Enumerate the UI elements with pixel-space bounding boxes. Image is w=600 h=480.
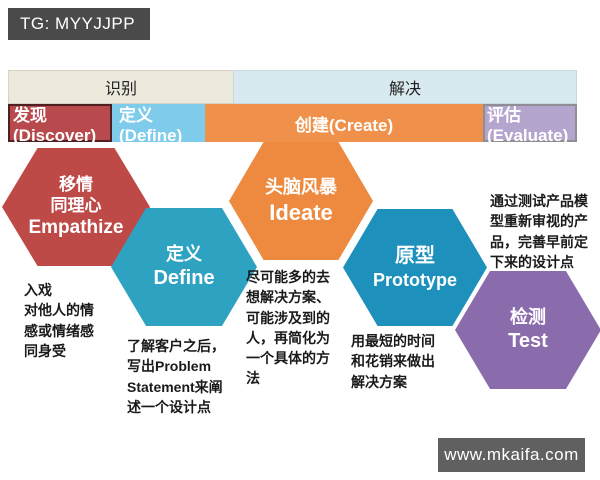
phase-top-row: 识别 解决 <box>8 70 577 104</box>
subphase-define-label: 定义(Define) <box>119 105 183 145</box>
site-watermark-label: www.mkaifa.com <box>444 445 579 464</box>
tg-watermark-label: TG: MYYJJPP <box>20 14 136 33</box>
stage-hexagon-ideate: 头脑风暴 Ideate <box>229 142 373 260</box>
stage-empathize-en-label: Empathize <box>28 217 124 239</box>
phase-solve: 解决 <box>233 70 577 104</box>
stage-test-en-label: Test <box>508 329 548 352</box>
subphase-evaluate: 评估(Evaluate) <box>483 104 577 145</box>
phase-sub-row: 发现(Discover) 定义(Define) 创建(Create) 评估(Ev… <box>8 104 577 145</box>
phase-identify-label: 识别 <box>104 81 137 98</box>
stage-define-zh-label: 定义 <box>166 244 202 265</box>
stage-note-ideate: 尽可能多的去 想解决方案、 可能涉及到的 人，再简化为 一个具体的方 法 <box>246 269 330 387</box>
stage-prototype-zh-label: 原型 <box>395 244 435 267</box>
stage-test-zh-label: 检测 <box>510 307 546 328</box>
phase-solve-label: 解决 <box>388 81 421 98</box>
subphase-define: 定义(Define) <box>112 104 205 145</box>
stage-ideate-zh-label: 头脑风暴 <box>265 177 337 197</box>
stage-hexagon-test: 检测 Test <box>455 271 600 389</box>
subphase-discover: 发现(Discover) <box>8 104 112 145</box>
stage-define-en-label: Define <box>153 266 215 289</box>
stage-note-test: 通过测试产品模 型重新审视的产 品，完善早前定 下来的设计点 <box>490 193 588 270</box>
site-watermark: www.mkaifa.com <box>438 438 585 472</box>
stage-empathize-zh-label: 移情 同理心 <box>50 174 102 216</box>
phase-identify: 识别 <box>8 70 233 104</box>
stage-note-define: 了解客户之后， 写出Problem Statement来阐 述一个设计点 <box>127 338 225 415</box>
tg-watermark: TG: MYYJJPP <box>8 8 150 40</box>
stage-hexagon-empathize: 移情 同理心 Empathize <box>2 148 150 266</box>
stage-hexagon-prototype: 原型 Prototype <box>343 209 487 326</box>
stage-note-prototype: 用最短的时间 和花销来做出 解决方案 <box>351 333 435 390</box>
subphase-evaluate-label: 评估(Evaluate) <box>487 105 569 145</box>
stage-ideate-en-label: Ideate <box>269 199 333 225</box>
stage-prototype-en-label: Prototype <box>372 269 457 290</box>
stage-note-empathize: 入戏 对他人的情 感或情绪感 同身受 <box>24 282 94 359</box>
subphase-create: 创建(Create) <box>205 104 483 142</box>
subphase-discover-label: 发现(Discover) <box>13 105 97 145</box>
stage-hexagon-define: 定义 Define <box>111 208 257 326</box>
subphase-create-label: 创建(Create) <box>294 115 394 135</box>
